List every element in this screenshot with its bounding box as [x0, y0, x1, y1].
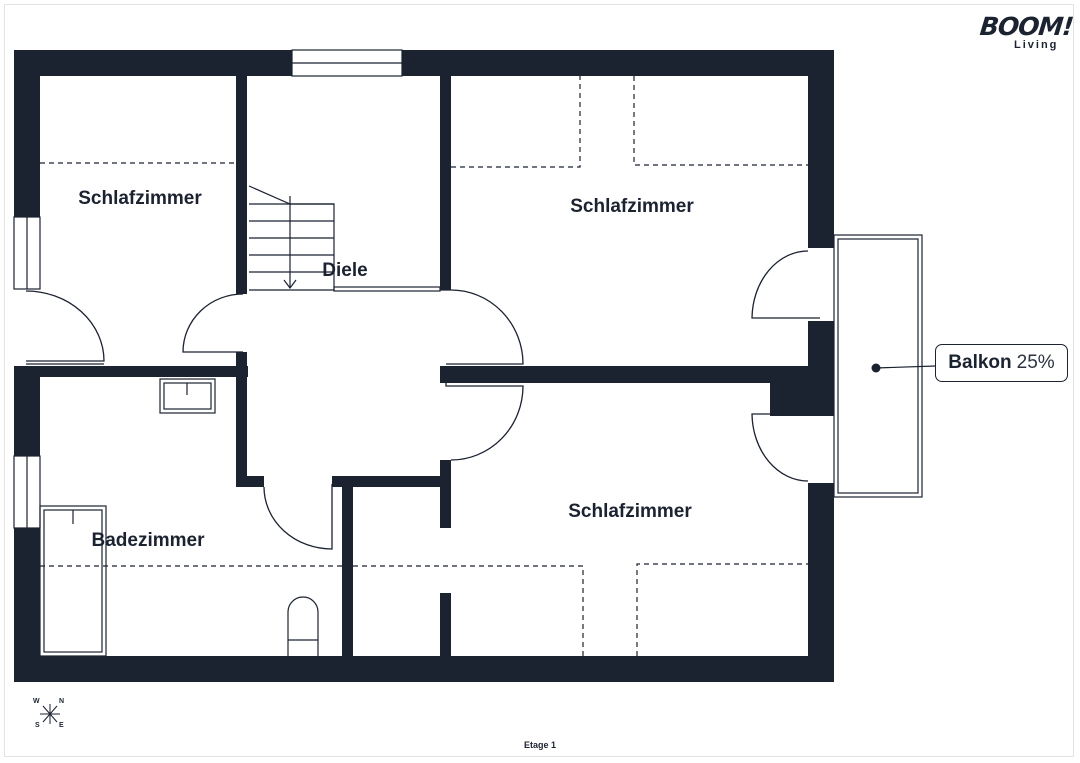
wall-right-1 — [808, 50, 834, 248]
wall-top-left — [14, 50, 292, 76]
balcony-leader — [871, 363, 936, 373]
door-hall-bedroom-bottom — [445, 366, 524, 461]
brand-name: BOOM! — [978, 12, 1075, 41]
wall-left-3 — [14, 528, 40, 682]
wall-bath-right — [342, 476, 353, 656]
wall-hall-left — [236, 352, 247, 486]
door-hall-bedroom — [182, 293, 244, 353]
wall-left-2 — [14, 366, 40, 456]
wall-bottom — [14, 656, 834, 682]
wall-left-1 — [14, 50, 40, 217]
sink — [159, 378, 216, 414]
slope-lines — [40, 76, 808, 656]
wall-hall-corner — [236, 476, 264, 487]
wall-hall-right-lower — [440, 460, 451, 528]
door-balcony-top — [751, 250, 820, 319]
doors — [25, 250, 820, 550]
room-label-bathroom: Badezimmer — [91, 530, 205, 551]
compass: W N S E — [30, 696, 70, 732]
balcony-share: 25% — [1016, 352, 1055, 373]
wall-bedroom-hall — [236, 76, 247, 294]
page-frame — [4, 4, 1074, 757]
wall-hall-bedroom — [440, 76, 451, 290]
room-label-bedroom-left: Schlafzimmer — [78, 188, 202, 209]
balcony-name: Balkon — [948, 352, 1012, 373]
bath-fixtures — [39, 378, 319, 657]
door-hall-bedroom-right — [440, 289, 524, 365]
windows — [13, 49, 403, 529]
room-label-bedroom-bottom-right: Schlafzimmer — [568, 501, 692, 522]
walls — [14, 50, 834, 682]
brand-sub: Living — [1014, 39, 1059, 51]
compass-star — [40, 704, 60, 724]
door-left-bedroom — [25, 290, 105, 362]
wall-hall-bottom — [332, 476, 451, 487]
wall-right-3 — [808, 483, 834, 682]
door-bath — [263, 484, 333, 550]
wall-bottom-stub — [440, 593, 451, 656]
compass-w: W — [33, 698, 40, 705]
door-balcony-bottom — [751, 413, 820, 482]
brand-logo: BOOM! Living — [978, 12, 1074, 56]
wall-top-right — [402, 50, 834, 76]
compass-n: N — [59, 698, 65, 705]
bathtub — [39, 505, 107, 657]
compass-e: E — [59, 722, 64, 729]
balcony-callout: Balkon 25% — [935, 344, 1068, 382]
room-label-bedroom-top-right: Schlafzimmer — [570, 196, 694, 217]
floor-label: Etage 1 — [523, 740, 557, 750]
room-label-hall: Diele — [322, 260, 368, 281]
wall-bath-top — [40, 366, 248, 377]
compass-s: S — [35, 722, 40, 729]
wall-bedrooms-divider — [440, 366, 808, 383]
staircase — [248, 185, 441, 292]
toilet — [287, 596, 319, 656]
